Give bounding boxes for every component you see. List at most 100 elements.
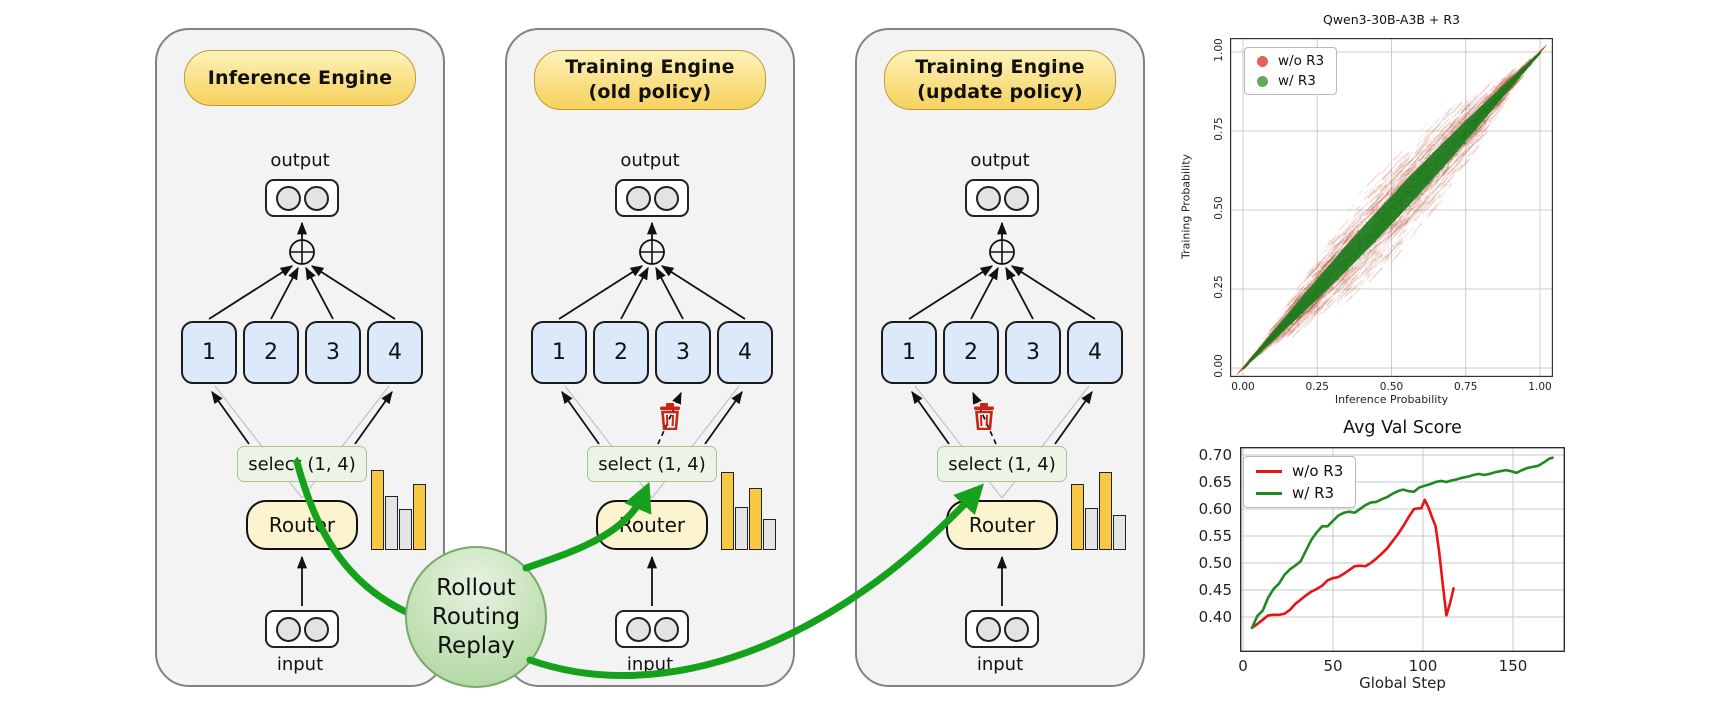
expert-box: 4	[1067, 321, 1123, 384]
weight-bar	[749, 488, 762, 550]
legend-label: w/o R3	[1278, 53, 1325, 69]
scatter-xlabel: Inference Probability	[1334, 393, 1449, 406]
output-label: output	[620, 150, 680, 171]
input-box	[265, 610, 339, 648]
weight-bar	[1113, 515, 1126, 550]
token-dot	[1003, 185, 1029, 211]
trash-icon	[974, 403, 994, 430]
output-label: output	[970, 150, 1030, 171]
expert-box: 3	[1005, 321, 1061, 384]
legend-entry: w/ R3	[1256, 484, 1343, 502]
weight-bar	[721, 472, 734, 550]
token-dot	[275, 185, 301, 211]
legend-dot-icon	[1257, 55, 1268, 67]
expert-box: 1	[181, 321, 237, 384]
line-title: Avg Val Score	[1343, 418, 1462, 438]
select-box: select (1, 4)	[937, 446, 1067, 482]
token-dot	[653, 185, 679, 211]
legend-label: w/ R3	[1292, 484, 1335, 502]
router-weights-bars	[371, 470, 429, 550]
line-x-tick: 50	[1323, 657, 1343, 675]
legend-entry: w/o R3	[1256, 462, 1343, 480]
line-y-tick: 0.45	[1198, 581, 1232, 599]
select-box: select (1, 4)	[237, 446, 367, 482]
token-dot	[975, 185, 1001, 211]
line-y-tick: 0.50	[1198, 554, 1232, 572]
scatter-x-tick: 0.50	[1379, 381, 1404, 393]
legend-label: w/o R3	[1292, 462, 1344, 480]
weight-bar	[399, 509, 412, 550]
input-label: input	[626, 654, 674, 675]
training-engine-old-panel: Training Engine (old policy) output 1 2 …	[505, 28, 795, 687]
panel-title-line1: Inference Engine	[207, 66, 393, 89]
line-y-tick: 0.40	[1198, 608, 1232, 626]
weight-bar	[385, 496, 398, 550]
panel-title: Training Engine (update policy)	[884, 50, 1116, 110]
panel-title: Training Engine (old policy)	[534, 50, 766, 110]
line-y-tick: 0.70	[1198, 446, 1232, 464]
scatter-y-tick: 0.50	[1213, 196, 1225, 220]
line-x-tick: 100	[1408, 657, 1438, 675]
scatter-legend: w/o R3 w/ R3	[1244, 47, 1338, 95]
scatter-x-tick: 0.75	[1454, 381, 1478, 393]
line-y-tick: 0.60	[1198, 500, 1232, 518]
weight-bar	[1085, 508, 1098, 550]
weight-bar	[763, 519, 776, 550]
expert-box: 4	[717, 321, 773, 384]
scatter-x-tick: 0.25	[1305, 381, 1329, 393]
token-dot	[1003, 616, 1029, 642]
inference-engine-panel: Inference Engine output 1 2 3 4 select (…	[155, 28, 445, 687]
trash-icon	[660, 403, 680, 430]
scatter-title: Qwen3-30B-A3B + R3	[1323, 12, 1460, 27]
router-weights-bars	[1071, 470, 1129, 550]
token-dot	[625, 185, 651, 211]
weight-bar	[1099, 472, 1112, 550]
panel-title-line1: Training Engine	[565, 56, 735, 78]
expert-box: 1	[531, 321, 587, 384]
token-dot	[275, 616, 301, 642]
token-dot	[303, 185, 329, 211]
token-dot	[303, 616, 329, 642]
rollout-line3: Replay	[437, 632, 515, 659]
panel-title-line2: (update policy)	[917, 81, 1083, 103]
input-box	[965, 610, 1039, 648]
output-box	[615, 179, 689, 217]
expert-box: 2	[243, 321, 299, 384]
scatter-y-tick: 0.25	[1213, 275, 1225, 299]
select-box: select (1, 4)	[587, 446, 717, 482]
scatter-x-tick: 0.00	[1231, 381, 1255, 393]
legend-dot-icon	[1257, 75, 1268, 87]
output-box	[965, 179, 1039, 217]
token-dot	[975, 616, 1001, 642]
legend-label: w/ R3	[1278, 73, 1316, 89]
output-label: output	[270, 150, 330, 171]
router-box: Router	[596, 500, 708, 550]
input-box	[615, 610, 689, 648]
legend-line-icon	[1256, 469, 1282, 473]
router-box: Router	[946, 500, 1058, 550]
input-label: input	[976, 654, 1024, 675]
weight-bar	[413, 484, 426, 550]
scatter-y-tick: 1.00	[1213, 38, 1225, 62]
line-x-tick: 0	[1238, 657, 1248, 675]
panel-title-line2: (old policy)	[588, 81, 712, 103]
weight-bar	[371, 470, 384, 550]
expert-box: 1	[881, 321, 937, 384]
expert-box: 3	[305, 321, 361, 384]
token-dot	[653, 616, 679, 642]
scatter-ylabel: Training Probability	[1179, 153, 1193, 260]
scatter-x-tick: 1.00	[1528, 381, 1552, 393]
legend-entry: w/ R3	[1257, 73, 1324, 89]
input-label: input	[276, 654, 324, 675]
panel-title: Inference Engine	[184, 50, 416, 106]
line-y-tick: 0.55	[1198, 527, 1232, 545]
rollout-line2: Routing	[431, 603, 521, 630]
legend-entry: w/o R3	[1257, 53, 1324, 69]
expert-box: 4	[367, 321, 423, 384]
weight-bar	[735, 507, 748, 550]
legend-line-icon	[1256, 491, 1282, 495]
scatter-y-tick: 0.00	[1213, 354, 1225, 378]
weight-bar	[1071, 484, 1084, 550]
token-dot	[625, 616, 651, 642]
